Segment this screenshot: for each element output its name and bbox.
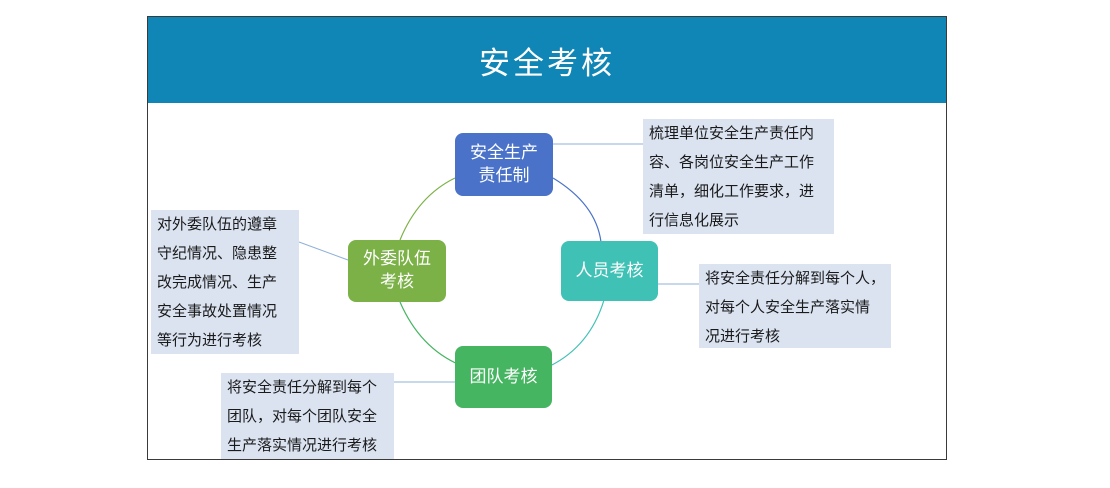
arc-bottom-left <box>399 301 461 366</box>
connector-left <box>298 241 349 261</box>
arc-left-top <box>399 177 456 241</box>
node-safety-responsibility: 安全生产 责任制 <box>455 133 553 196</box>
page-title: 安全考核 <box>148 17 946 103</box>
node-contractor-assessment: 外委队伍 考核 <box>348 240 446 302</box>
arc-top-right <box>552 177 602 243</box>
node-team-assessment: 团队考核 <box>455 346 552 408</box>
desc-team-assessment: 将安全责任分解到每个 团队，对每个团队安全 生产落实情况进行考核 <box>221 373 394 459</box>
arc-right-bottom <box>549 299 605 367</box>
desc-safety-responsibility: 梳理单位安全生产责任内 容、各岗位安全生产工作 清单，细化工作要求，进 行信息化… <box>643 119 834 234</box>
node-personnel-assessment: 人员考核 <box>561 241 658 301</box>
desc-contractor-assessment: 对外委队伍的遵章 守纪情况、隐患整 改完成情况、生产 安全事故处置情况 等行为进… <box>151 210 299 354</box>
desc-personnel-assessment: 将安全责任分解到每个人， 对每个人安全生产落实情 况进行考核 <box>699 264 891 348</box>
